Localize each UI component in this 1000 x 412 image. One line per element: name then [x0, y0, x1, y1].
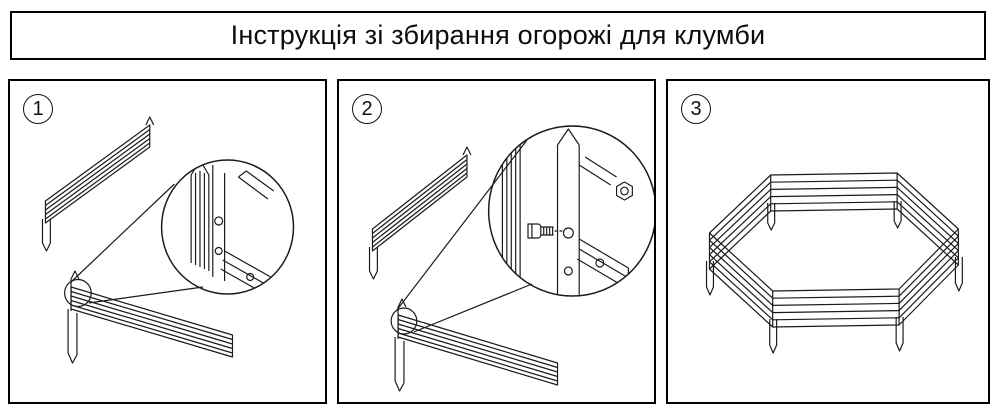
- connector-tab: [145, 116, 155, 126]
- fence-board-lower: [394, 298, 559, 392]
- mount-hole: [563, 266, 573, 276]
- mount-hole: [246, 272, 255, 282]
- mount-hole: [214, 246, 223, 256]
- ground-stake: [954, 257, 963, 292]
- ground-stake: [41, 219, 51, 252]
- bolt-detail-zoom: [501, 128, 633, 295]
- ground-stake: [767, 203, 776, 231]
- fence-board-lower: [67, 270, 234, 364]
- connector-tab: [462, 146, 472, 156]
- mount-hole: [595, 258, 605, 268]
- magnifier-circle: [160, 159, 295, 295]
- connector-tab: [557, 128, 580, 146]
- ground-stake: [67, 309, 78, 364]
- step-number-badge-3: 3: [681, 94, 711, 124]
- title-bar: Інструкція зі збирання огорожі для клумб…: [10, 11, 986, 60]
- connector-tab: [501, 128, 521, 146]
- ground-stake: [394, 337, 405, 392]
- connector-tab: [397, 298, 407, 308]
- ground-stake: [895, 317, 904, 352]
- bolt-connection-illustration: [368, 125, 654, 392]
- step-number-1: 1: [32, 97, 44, 120]
- ground-stake: [769, 319, 778, 354]
- fence-board-upper: [41, 116, 155, 252]
- step-number-2: 2: [361, 97, 373, 120]
- joint-highlight-circle: [64, 278, 92, 308]
- connector-tab: [190, 160, 210, 176]
- ground-stake: [893, 201, 902, 229]
- step-number-badge-1: 1: [23, 94, 53, 124]
- step-number-badge-2: 2: [352, 94, 382, 124]
- fence-corner-illustration: [41, 116, 295, 364]
- ground-stake: [368, 247, 378, 280]
- assembled-hexagon-illustration: [705, 172, 963, 354]
- nut-icon: [616, 181, 633, 201]
- mount-hole: [562, 227, 574, 239]
- joint-detail-zoom: [190, 160, 279, 294]
- joint-highlight-circle: [390, 307, 418, 335]
- page-title: Інструкція зі збирання огорожі для клумб…: [230, 20, 766, 50]
- hexagon-fence: [705, 172, 963, 354]
- ground-stake: [705, 261, 715, 296]
- step-number-3: 3: [690, 97, 702, 120]
- step-panel-2: 2: [337, 79, 656, 404]
- bolt-icon: [527, 223, 564, 239]
- magnifier-circle: [487, 125, 654, 297]
- step-panel-3: 3: [666, 79, 990, 404]
- step-panel-1: 1: [8, 79, 327, 404]
- fence-board-upper: [368, 146, 472, 280]
- magnifier-leader-lines: [70, 183, 204, 304]
- magnifier-leader-lines: [395, 139, 533, 333]
- mount-hole: [214, 216, 224, 226]
